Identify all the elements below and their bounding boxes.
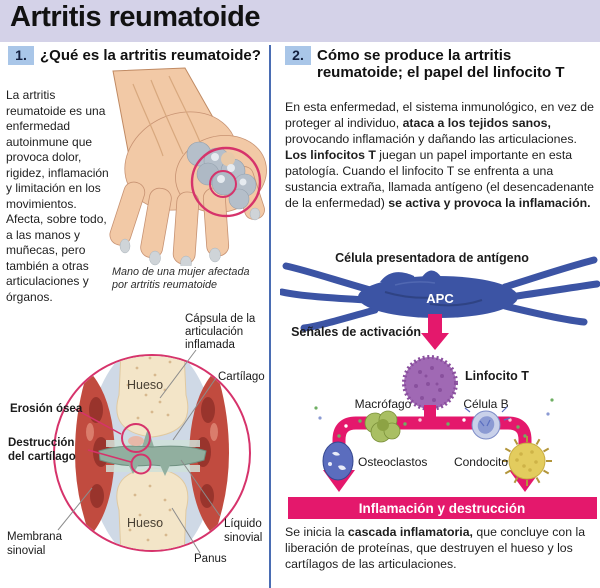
leader-lines-pink bbox=[74, 408, 132, 463]
macrofago-cell bbox=[364, 410, 401, 443]
label-senales: Señales de activación bbox=[291, 325, 421, 339]
section2-number-badge: 2. bbox=[285, 46, 311, 65]
label-condocito: Condocito bbox=[454, 455, 508, 469]
osteoclast-cell bbox=[322, 441, 354, 481]
hand-caption-line2: por artritis reumatoide bbox=[112, 279, 218, 291]
section1-heading: ¿Qué es la artritis reumatoide? bbox=[40, 47, 261, 64]
leader-lines-gray bbox=[57, 349, 221, 554]
erosion-highlight-circles bbox=[121, 423, 152, 475]
label-hueso-superior: Hueso bbox=[127, 378, 163, 392]
condocito-cell bbox=[502, 436, 552, 486]
section2-heading-line2: reumatoide; el papel del linfocito T bbox=[317, 64, 565, 81]
hand-illustration bbox=[109, 67, 267, 266]
label-linfocito: Linfocito T bbox=[465, 369, 529, 383]
label-osteoclastos: Osteoclastos bbox=[358, 455, 427, 469]
column-divider bbox=[269, 45, 271, 588]
apc-cell: APC bbox=[280, 256, 600, 332]
title-band: Artritis reumatoide bbox=[0, 0, 600, 42]
label-membrana-line1: Membrana bbox=[7, 531, 63, 543]
hand-caption: Mano de una mujer afectada por artritis … bbox=[112, 266, 282, 292]
label-banner: Inflamación y destrucción bbox=[359, 501, 526, 516]
joint-diagram: Cápsula de la articulación inflamada Car… bbox=[7, 313, 265, 565]
hand-shape bbox=[109, 67, 267, 265]
section2-heading-line1: Cómo se produce la artritis bbox=[317, 47, 512, 64]
section2-heading: Cómo se produce la artritis reumatoide; … bbox=[317, 47, 565, 81]
label-apc: APC bbox=[426, 291, 454, 306]
label-apc-title: Célula presentadora de antígeno bbox=[335, 251, 529, 265]
label-cartilago: Cartílago bbox=[218, 371, 265, 383]
celula-b-cell bbox=[464, 406, 511, 440]
fingernails bbox=[119, 207, 261, 266]
linfocito-t-cell bbox=[402, 355, 458, 419]
label-capsula-line1: Cápsula de la bbox=[185, 313, 256, 325]
label-panus: Panus bbox=[194, 553, 227, 565]
label-liquido-line2: sinovial bbox=[224, 532, 262, 544]
label-celula-b: Célula B bbox=[463, 397, 508, 411]
activation-arrow bbox=[421, 314, 449, 350]
label-destruccion-line2: del cartílago bbox=[8, 451, 76, 463]
synovial-fluid bbox=[106, 440, 200, 472]
label-membrana-line2: sinovial bbox=[7, 545, 45, 557]
linfocito-diagram: Célula presentadora de antígeno APC Seña… bbox=[280, 251, 600, 519]
inflammation-banner: Inflamación y destrucción bbox=[288, 497, 597, 519]
label-capsula-line3: inflamada bbox=[185, 339, 235, 351]
label-hueso-inferior: Hueso bbox=[127, 516, 163, 530]
label-macrofago: Macrófago bbox=[355, 397, 412, 411]
section1-paragraph: La artritis reumatoide es una enfermedad… bbox=[6, 88, 109, 304]
label-erosion-osea: Erosión ósea bbox=[10, 403, 83, 415]
section2-outro-paragraph: Se inicia la cascada inflamatoria, que c… bbox=[285, 525, 586, 571]
label-destruccion-line1: Destrucción bbox=[8, 437, 74, 449]
page-title: Artritis reumatoide bbox=[10, 1, 260, 33]
magnifier-circles bbox=[190, 146, 262, 218]
section1-number-badge: 1. bbox=[8, 46, 34, 65]
section2-intro-paragraph: En esta enfermedad, el sistema inmunológ… bbox=[285, 100, 595, 210]
label-capsula-line2: articulación bbox=[185, 326, 243, 338]
hand-caption-line1: Mano de una mujer afectada bbox=[112, 266, 250, 278]
label-liquido-line1: Líquido bbox=[224, 518, 262, 530]
